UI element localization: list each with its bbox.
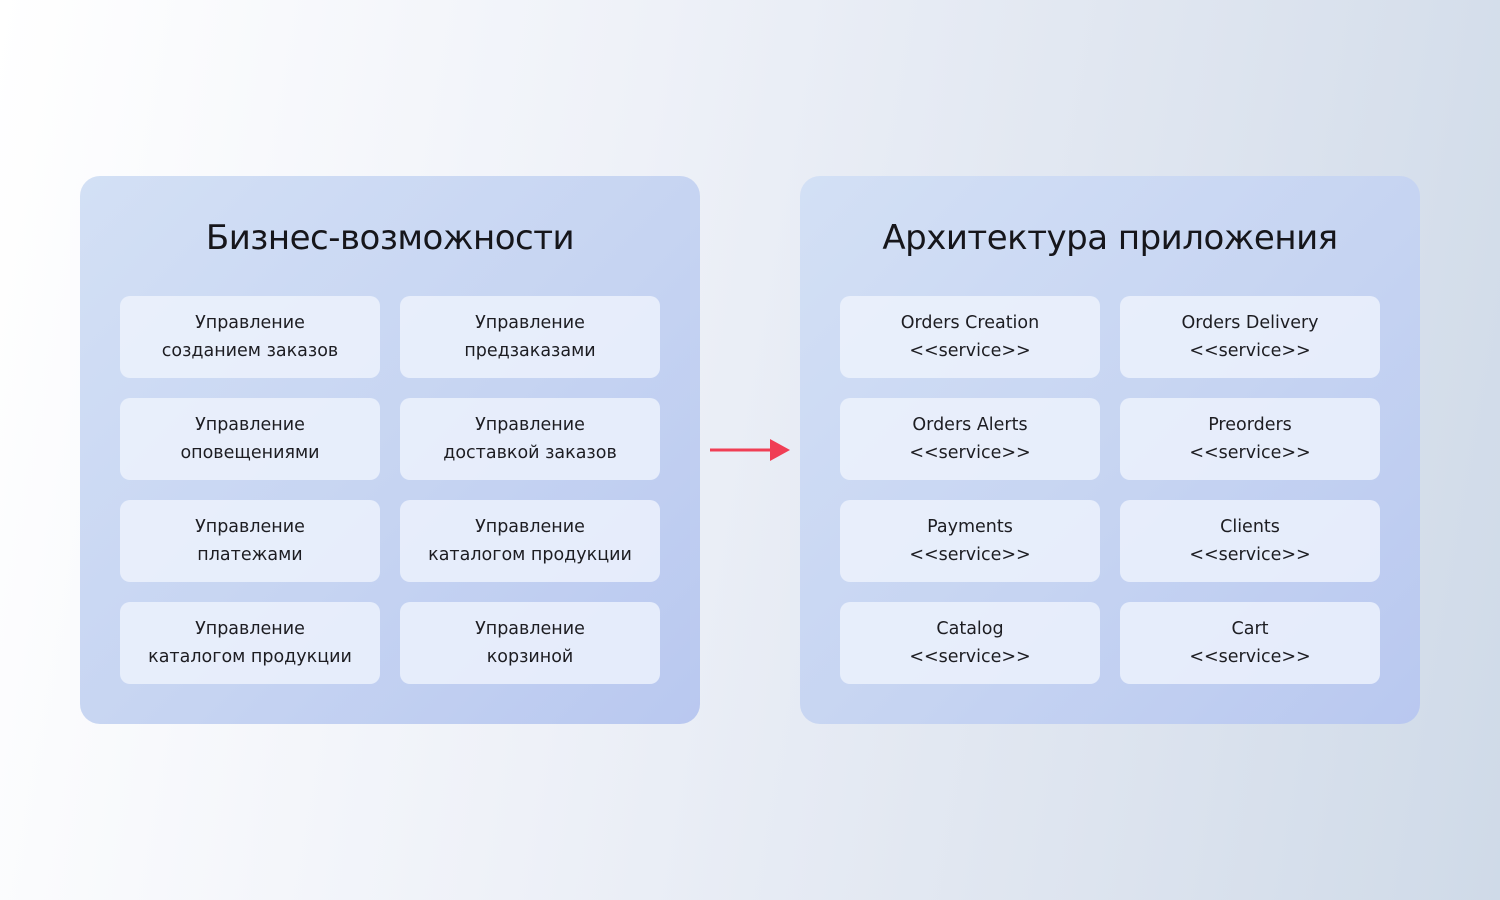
service-name: Orders Creation [900, 313, 1040, 333]
service-name: Clients [1220, 517, 1280, 537]
service-card: Orders Alerts <<service>> [840, 398, 1100, 480]
capability-card: Управление каталогом продукции [120, 602, 380, 684]
capability-card: Управление корзиной [400, 602, 660, 684]
service-stereotype: <<service>> [1189, 341, 1311, 361]
service-stereotype: <<service>> [1189, 545, 1311, 565]
capability-card: Управление платежами [120, 500, 380, 582]
service-card: Catalog <<service>> [840, 602, 1100, 684]
arrow-right-icon [710, 439, 790, 461]
capability-card: Управление доставкой заказов [400, 398, 660, 480]
capability-line1: Управление [475, 415, 585, 435]
capability-line1: Управление [195, 619, 305, 639]
capability-line1: Управление [195, 517, 305, 537]
capability-card: Управление предзаказами [400, 296, 660, 378]
service-stereotype: <<service>> [909, 341, 1031, 361]
capability-line2: оповещениями [180, 443, 320, 463]
capability-card: Управление оповещениями [120, 398, 380, 480]
capability-line2: каталогом продукции [428, 545, 632, 565]
capability-line2: платежами [197, 545, 303, 565]
service-card: Orders Delivery <<service>> [1120, 296, 1380, 378]
service-stereotype: <<service>> [909, 443, 1031, 463]
services-grid: Orders Creation <<service>> Orders Delive… [840, 296, 1380, 684]
service-card: Cart <<service>> [1120, 602, 1380, 684]
business-capabilities-title: Бизнес-возможности [205, 218, 575, 258]
service-card: Orders Creation <<service>> [840, 296, 1100, 378]
service-stereotype: <<service>> [1189, 443, 1311, 463]
service-name: Preorders [1208, 415, 1292, 435]
capability-card: Управление созданием заказов [120, 296, 380, 378]
service-stereotype: <<service>> [909, 545, 1031, 565]
capability-line2: созданием заказов [161, 341, 339, 361]
service-card: Payments <<service>> [840, 500, 1100, 582]
service-name: Payments [927, 517, 1013, 537]
arrow-head [770, 439, 790, 461]
application-architecture-panel: Архитектура приложения Orders Creation <<… [800, 176, 1420, 724]
capability-line1: Управление [195, 415, 305, 435]
capability-card: Управление каталогом продукции [400, 500, 660, 582]
capability-line1: Управление [475, 619, 585, 639]
capability-line1: Управление [195, 313, 305, 333]
service-card: Clients <<service>> [1120, 500, 1380, 582]
capability-line2: доставкой заказов [443, 443, 617, 463]
capability-line1: Управление [475, 517, 585, 537]
capability-line1: Управление [475, 313, 585, 333]
service-name: Orders Alerts [912, 415, 1028, 435]
application-architecture-title: Архитектура приложения [882, 218, 1338, 258]
service-name: Cart [1231, 619, 1269, 639]
capability-line2: каталогом продукции [148, 647, 352, 667]
service-name: Orders Delivery [1181, 313, 1319, 333]
business-capabilities-grid: Управление созданием заказов Управление пр… [120, 296, 660, 684]
service-stereotype: <<service>> [1189, 647, 1311, 667]
business-capabilities-panel: Бизнес-возможности Управление созданием з… [80, 176, 700, 724]
service-name: Catalog [936, 619, 1004, 639]
service-card: Preorders <<service>> [1120, 398, 1380, 480]
capability-line2: корзиной [486, 647, 574, 667]
capability-line2: предзаказами [464, 341, 596, 361]
service-stereotype: <<service>> [909, 647, 1031, 667]
